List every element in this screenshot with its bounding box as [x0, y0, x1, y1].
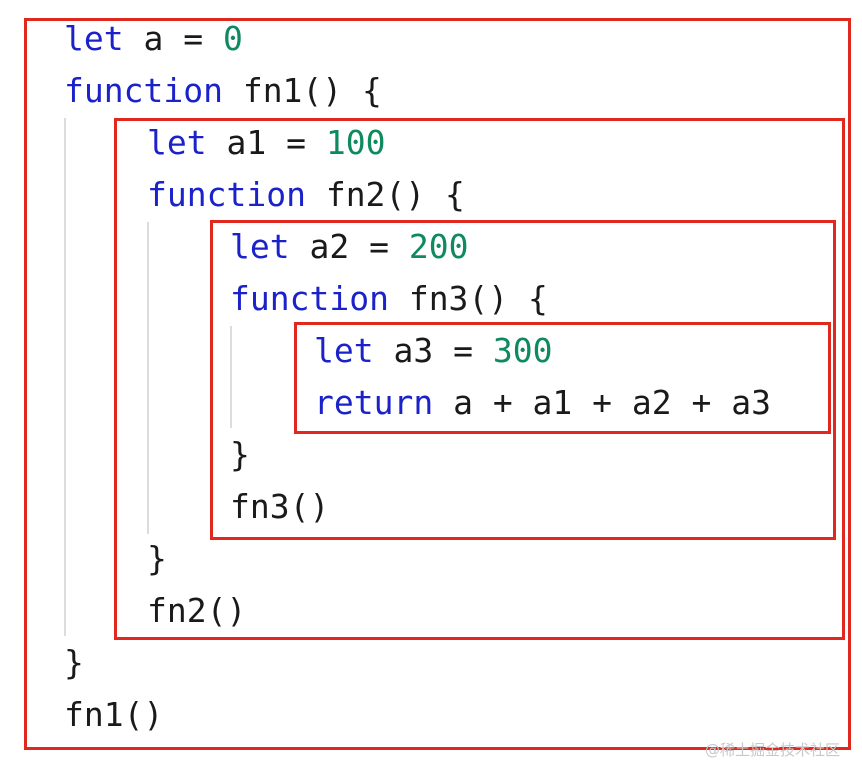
keyword-token: let	[147, 123, 207, 162]
number-token: 200	[408, 227, 469, 266]
code-token: fn2()	[147, 591, 247, 630]
code-token: }	[147, 539, 167, 578]
keyword-token: return	[314, 383, 434, 422]
code-token: fn2() {	[305, 175, 465, 214]
code-token: a3 =	[373, 331, 493, 370]
number-token: 100	[325, 123, 386, 162]
indent-guide	[230, 326, 232, 428]
code-token: fn3()	[230, 487, 330, 526]
code-token: a + a1 + a2 + a3	[433, 383, 771, 422]
code-line-fn1-call: fn1()	[64, 689, 163, 741]
keyword-token: function	[147, 175, 306, 214]
keyword-token: let	[230, 227, 290, 266]
code-token: a =	[123, 19, 223, 58]
code-token: fn3() {	[388, 279, 548, 318]
code-line-fn2-close: }	[147, 533, 167, 585]
keyword-token: function	[230, 279, 389, 318]
code-token: }	[64, 643, 84, 682]
code-line-fn1-decl: function fn1() {	[64, 65, 382, 117]
keyword-token: function	[64, 71, 223, 110]
watermark: @稀土掘金技术社区	[704, 741, 840, 759]
code-token: fn1() {	[222, 71, 382, 110]
code-token: fn1()	[64, 695, 164, 734]
keyword-token: let	[64, 19, 124, 58]
code-line-fn3-call: fn3()	[230, 481, 329, 533]
code-line-let-a3: let a3 = 300	[314, 325, 552, 377]
code-line-fn1-close: }	[64, 637, 84, 689]
number-token: 300	[492, 331, 553, 370]
code-token: }	[230, 435, 250, 474]
code-line-fn3-decl: function fn3() {	[230, 273, 548, 325]
keyword-token: let	[314, 331, 374, 370]
code-token: a1 =	[206, 123, 326, 162]
number-token: 0	[222, 19, 243, 58]
code-line-fn2-decl: function fn2() {	[147, 169, 465, 221]
code-line-let-a: let a = 0	[64, 13, 243, 65]
code-token: a2 =	[289, 227, 409, 266]
code-line-fn2-call: fn2()	[147, 585, 246, 637]
indent-guide	[64, 118, 66, 636]
indent-guide	[147, 222, 149, 534]
code-line-let-a1: let a1 = 100	[147, 117, 385, 169]
code-line-let-a2: let a2 = 200	[230, 221, 468, 273]
code-line-fn3-close: }	[230, 429, 250, 481]
code-line-return: return a + a1 + a2 + a3	[314, 377, 771, 429]
